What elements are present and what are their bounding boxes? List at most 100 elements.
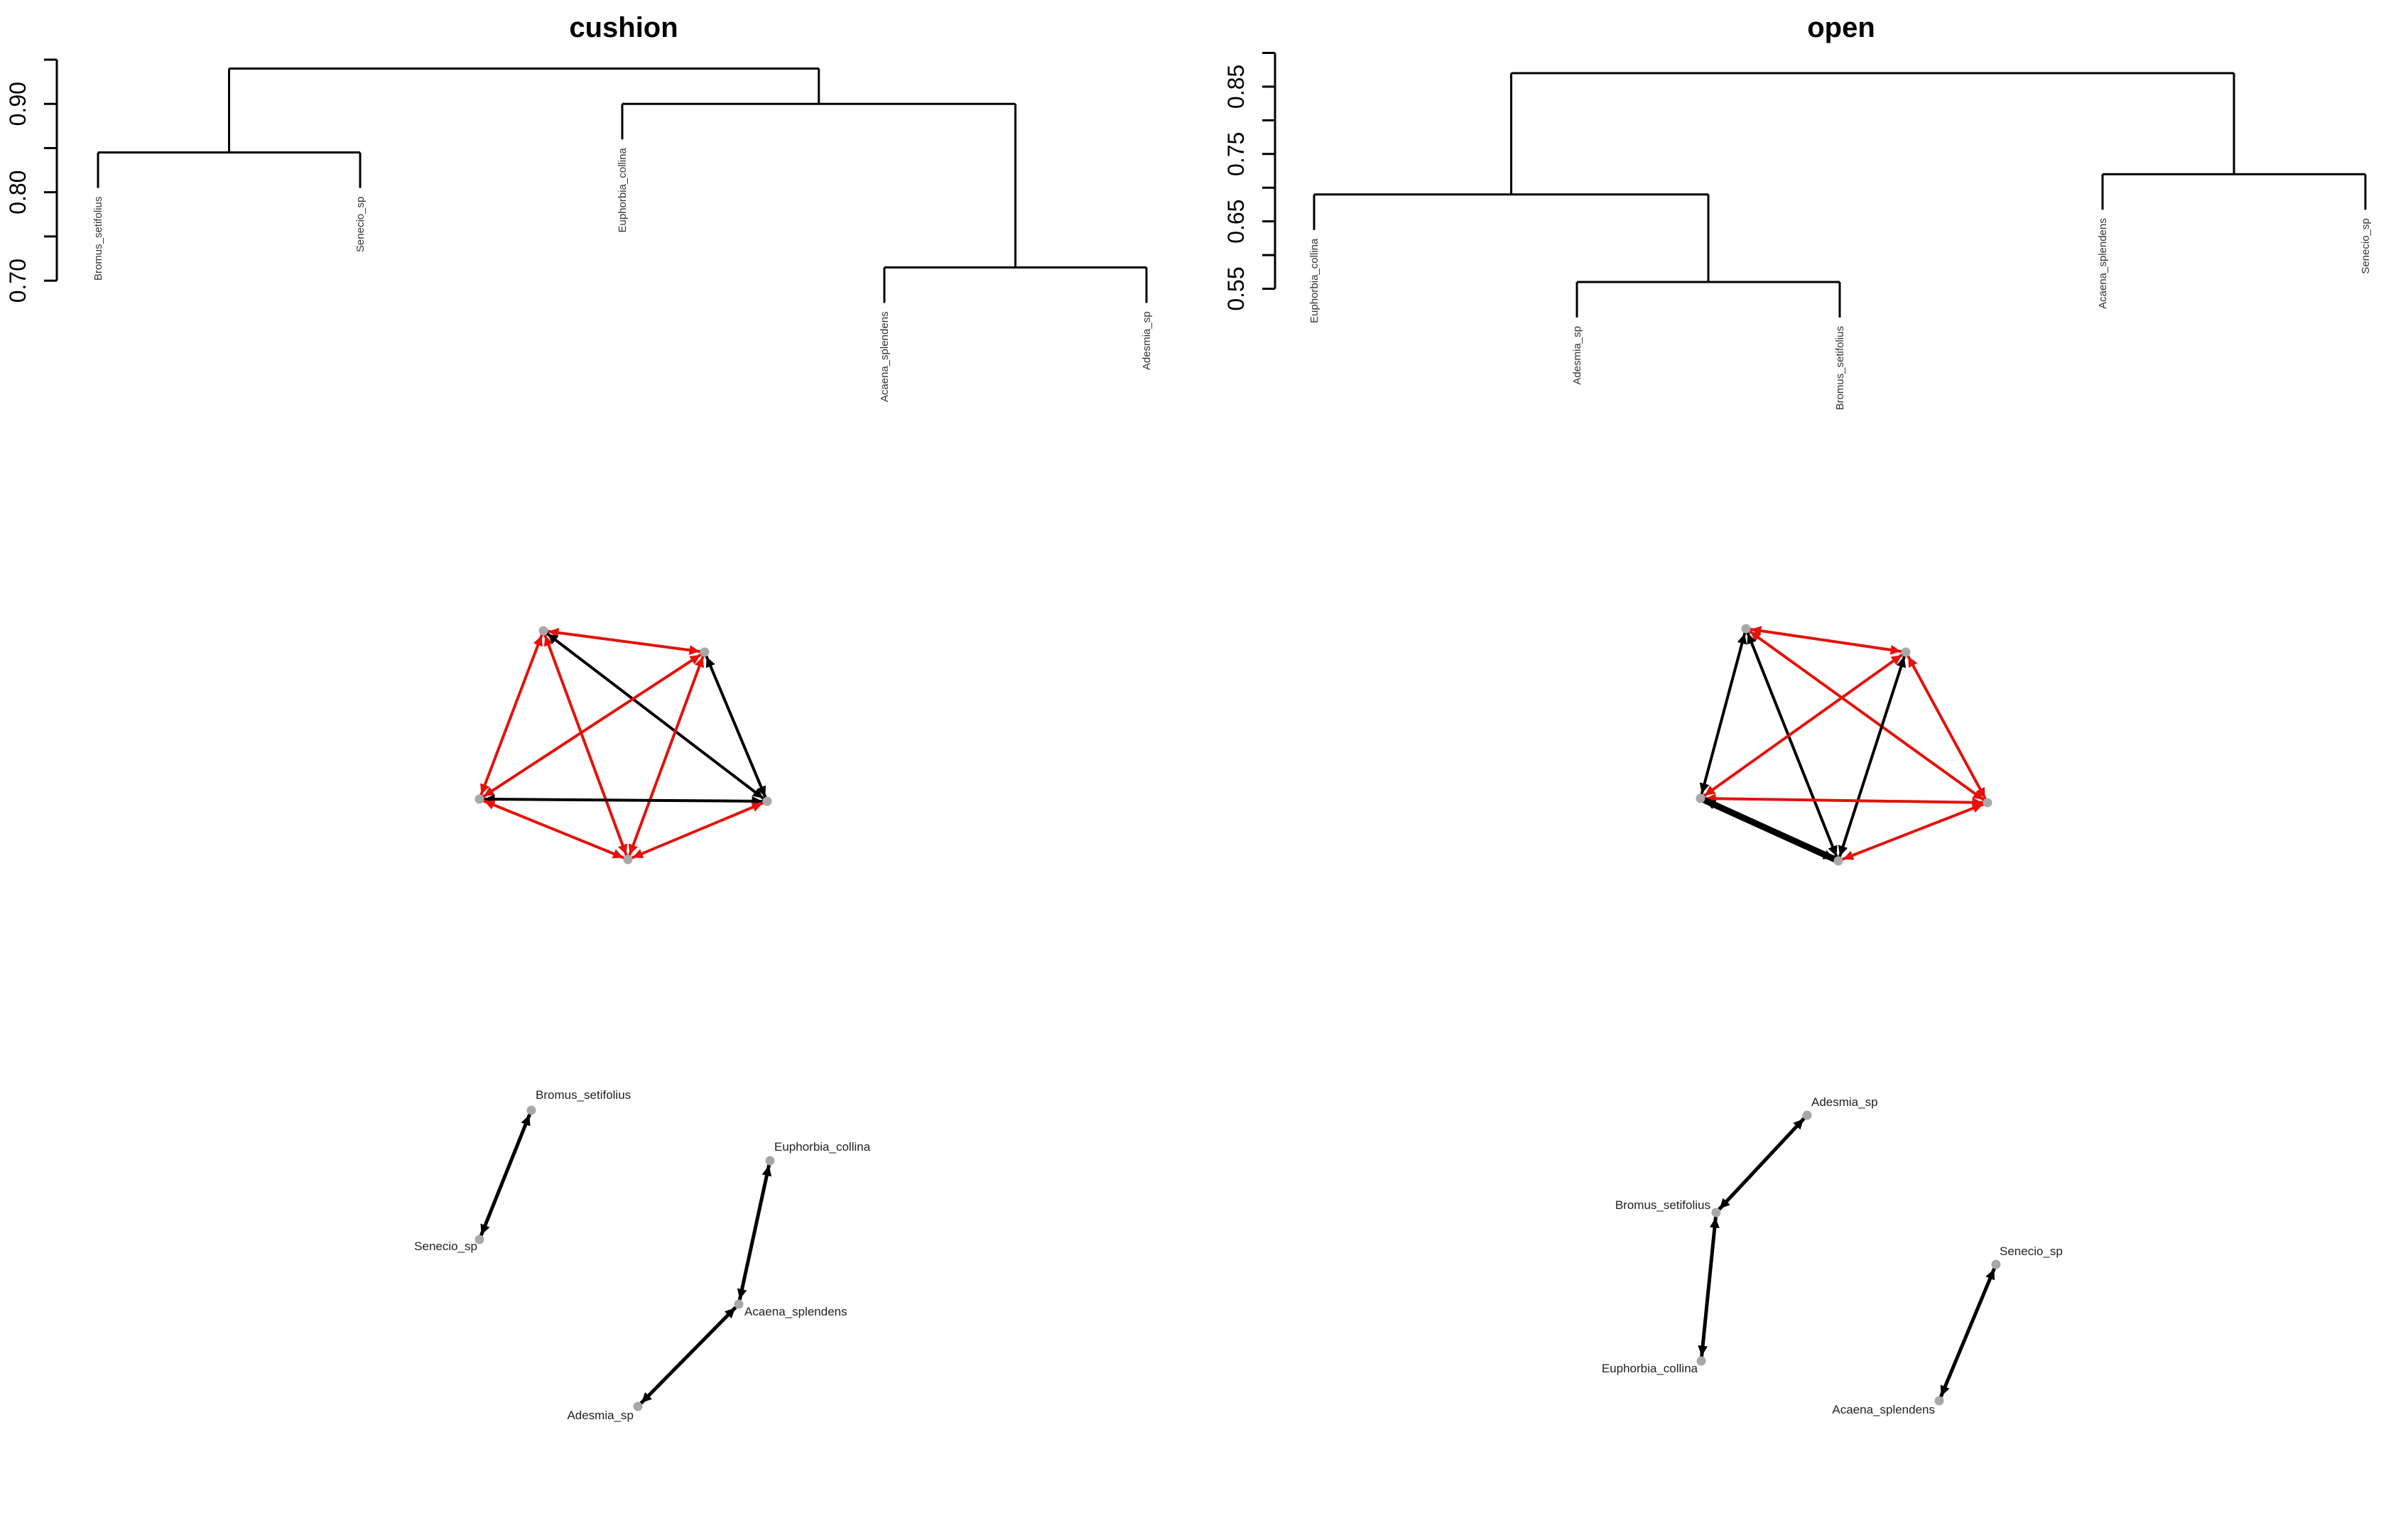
leaf-label-bromus-setifolius: Bromus_setifolius [1834,326,1846,410]
cushion-edge-senecio-sp-adesmia-sp [482,799,625,859]
cushion-sparse-node-senecio-sp [474,1235,484,1244]
cushion-node-euphorbia-collina [700,647,710,657]
cushion-edge-bromus-setifolius-senecio-sp-arrowhead [533,635,543,647]
leaf-label-adesmia-sp: Adesmia_sp [1141,311,1153,370]
cushion-edge-adesmia-sp-acaena-splendens [631,801,764,859]
open-edge-bromus-setifolius-adesmia-sp-arrowhead [1747,633,1757,645]
cushion-sparse-edge-adesmia-sp-acaena-splendens-arrowhead [725,1307,736,1319]
cushion-sparse-edge-euphorbia-collina-acaena-splendens [737,1164,771,1301]
cushion-sparse-label-acaena-splendens: Acaena_splendens [744,1305,847,1318]
cushion-edge-euphorbia-collina-acaena-splendens [705,655,767,798]
cushion-y-tick-label: 0.70 [5,259,31,303]
open-edge-bromus-setifolius-acaena-splendens-arrowhead [1972,789,1984,800]
cushion-sparse-edge-bromus-setifolius-senecio-sp [479,1112,531,1237]
open-sparse-edge-bromus-setifolius-euphorbia-collina-arrowhead [1709,1217,1720,1228]
leaf-label-acaena-splendens: Acaena_splendens [879,311,891,402]
open-edge-bromus-setifolius-acaena-splendens-arrowhead [1750,631,1762,642]
open-sparse-node-adesmia-sp [1802,1110,1812,1120]
open-sparse-node-acaena-splendens [1934,1396,1944,1406]
open-edge-acaena-splendens-adesmia-sp-arrowhead [1843,850,1855,860]
open-edge-euphorbia-collina-adesmia-sp-arrowhead [1838,845,1848,857]
open-sparse-label-euphorbia-collina: Euphorbia_collina [1602,1362,1698,1375]
cushion-sparse-node-euphorbia-collina [765,1156,775,1166]
cushion-sparse-edge-bromus-setifolius-senecio-sp-arrowhead [480,1223,490,1235]
open-sparse-edge-senecio-sp-acaena-splendens-arrowhead [1940,1384,1950,1397]
open-edge-euphorbia-collina-acaena-splendens-arrowhead [1908,656,1918,668]
open-sparse-edge-bromus-setifolius-euphorbia-collina-arrowhead [1698,1345,1708,1357]
cushion-edge-bromus-setifolius-acaena-splendens-arrowhead [547,634,559,644]
cushion-sparse-edge-euphorbia-collina-acaena-splendens-arrowhead [737,1288,747,1300]
leaf-label-senecio-sp: Senecio_sp [354,197,367,252]
cushion-sparse-label-euphorbia-collina: Euphorbia_collina [774,1140,871,1154]
open-sparse-node-senecio-sp [1991,1259,2001,1269]
open-sparse-edge-senecio-sp-acaena-splendens [1939,1267,1996,1399]
open-sparse-edge-adesmia-sp-bromus-setifolius [1718,1117,1806,1211]
cushion-y-tick-label: 0.80 [5,170,31,215]
open-sparse-network: Adesmia_spBromus_setifoliusEuphorbia_col… [1602,1095,2063,1416]
cushion-edge-senecio-sp-adesmia-sp-arrowhead [612,849,624,859]
cushion-edge-bromus-setifolius-senecio-sp [479,634,543,796]
cushion-edge-euphorbia-collina-adesmia-sp-arrowhead [695,656,705,668]
open-sparse-edge-adesmia-sp-bromus-setifolius-arrowhead [1719,1198,1730,1209]
cushion-sparse-edge-adesmia-sp-acaena-splendens [639,1306,737,1405]
leaf-label-euphorbia-collina: Euphorbia_collina [1308,238,1320,323]
cushion-edge-bromus-setifolius-euphorbia-collina-arrowhead [548,627,560,638]
cushion-edge-bromus-setifolius-adesmia-sp-arrowhead [543,635,553,647]
cushion-node-bromus-setifolius [538,626,548,636]
open-edge-euphorbia-collina-acaena-splendens-arrowhead [1975,786,1985,798]
open-node-adesmia-sp [1833,856,1843,866]
open-sparse-label-acaena-splendens: Acaena_splendens [1832,1403,1935,1416]
cushion-y-tick-label: 0.90 [5,82,31,126]
open-node-senecio-sp [1696,793,1705,803]
cushion-edge-euphorbia-collina-senecio-sp-arrowhead [689,654,701,665]
open-node-acaena-splendens [1983,798,1992,808]
open-edge-acaena-splendens-adesmia-sp-arrowhead [1971,803,1983,813]
open-sparse-edge-senecio-sp-acaena-splendens-arrowhead [1985,1269,1995,1281]
cushion-edge-adesmia-sp-acaena-splendens-arrowhead [632,849,644,859]
open-full-network [1696,624,1992,866]
leaf-label-adesmia-sp: Adesmia_sp [1571,326,1583,385]
open-edge-senecio-sp-adesmia-sp [1701,797,1838,862]
open-sparse-label-bromus-setifolius: Bromus_setifolius [1615,1198,1710,1212]
open-y-tick-label: 0.65 [1223,200,1249,244]
cushion-sparse-edge-bromus-setifolius-senecio-sp-arrowhead [521,1115,531,1127]
open-sparse-edge-bromus-setifolius-euphorbia-collina [1700,1215,1718,1358]
open-edge-bromus-setifolius-adesmia-sp-arrowhead [1828,845,1838,857]
leaf-label-acaena-splendens: Acaena_splendens [2097,218,2109,309]
cushion-sparse-label-bromus-setifolius: Bromus_setifolius [536,1088,631,1102]
open-edge-senecio-sp-adesmia-sp-arrowhead [1705,800,1717,810]
cushion-edge-bromus-setifolius-adesmia-sp-arrowhead [618,843,628,855]
open-edge-euphorbia-collina-adesmia-sp-arrowhead [1896,656,1907,668]
open-edge-euphorbia-collina-senecio-sp-arrowhead [1704,785,1716,796]
open-sparse-label-senecio-sp: Senecio_sp [2000,1244,2063,1258]
cushion-sparse-node-bromus-setifolius [526,1105,536,1115]
leaf-label-senecio-sp: Senecio_sp [2360,218,2372,273]
cushion-edge-bromus-setifolius-acaena-splendens-arrowhead [752,788,764,798]
cushion-edge-euphorbia-collina-acaena-splendens-arrowhead [705,656,715,668]
cushion-edge-adesmia-sp-acaena-splendens-arrowhead [751,802,763,812]
cushion-edge-euphorbia-collina-senecio-sp-arrowhead [483,786,495,797]
cushion-edge-bromus-setifolius-acaena-splendens [546,632,765,800]
open-edge-bromus-setifolius-euphorbia-collina-arrowhead [1889,645,1902,655]
cushion-full-network [474,626,772,864]
cushion-node-adesmia-sp [623,855,633,864]
open-edge-bromus-setifolius-adesmia-sp [1746,631,1838,858]
open-edge-bromus-setifolius-senecio-sp [1700,631,1747,796]
cushion-sparse-edge-adesmia-sp-acaena-splendens-arrowhead [641,1392,652,1404]
open-y-tick-label: 0.75 [1223,132,1249,176]
cushion-node-senecio-sp [474,794,484,804]
leaf-label-bromus-setifolius: Bromus_setifolius [92,197,104,281]
open-edge-senecio-sp-adesmia-sp-arrowhead [1822,850,1834,859]
cushion-sparse-node-adesmia-sp [633,1401,643,1411]
cushion-sparse-node-acaena-splendens [734,1299,744,1309]
cushion-edge-euphorbia-collina-acaena-splendens-arrowhead [756,785,766,797]
cushion-edge-bromus-setifolius-senecio-sp-arrowhead [480,783,490,795]
open-edge-bromus-setifolius-senecio-sp-arrowhead [1737,633,1747,645]
cushion-sparse-network: Bromus_setifoliusSenecio_spEuphorbia_col… [414,1088,871,1422]
cushion-node-acaena-splendens [762,796,772,806]
open-edge-euphorbia-collina-acaena-splendens [1907,655,1987,800]
leaf-label-euphorbia-collina: Euphorbia_collina [617,148,629,233]
cushion-edge-bromus-setifolius-euphorbia-collina-arrowhead [688,645,700,656]
